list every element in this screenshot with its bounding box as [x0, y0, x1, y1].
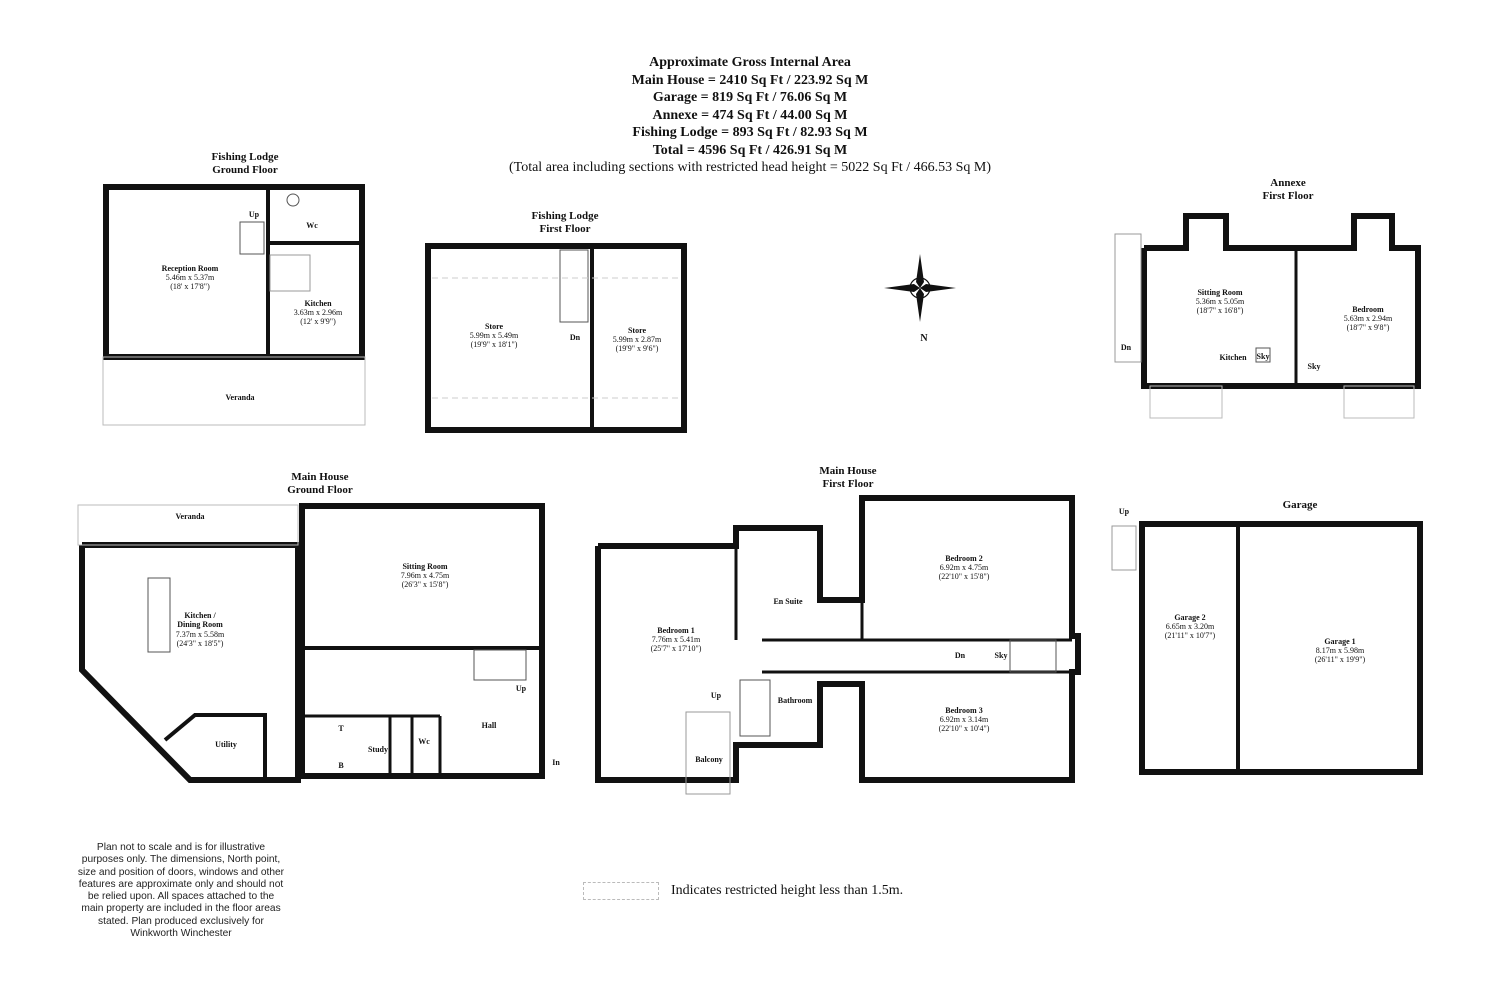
room-store-1-metric: 5.99m x 5.49m [470, 331, 519, 340]
room-garage-2-name: Garage 2 [1174, 613, 1205, 622]
annexe-title-1: Annexe [1270, 177, 1306, 189]
area-note: (Total area including sections with rest… [508, 160, 992, 175]
label-north: N [920, 333, 928, 344]
room-bed3-imperial: (22'10" x 10'4") [939, 724, 990, 733]
legend: Indicates restricted height less than 1.… [583, 882, 903, 900]
annexe-title-2: First Floor [1262, 190, 1313, 202]
label-b: B [338, 761, 344, 770]
main-ground-title-2: Ground Floor [287, 484, 353, 496]
room-garage-2-imperial: (21'11" x 10'7") [1165, 631, 1216, 640]
fishing-lodge-ground-floor [102, 184, 366, 426]
room-bed1-name: Bedroom 1 [657, 626, 694, 635]
label-sky-annexe-1: Sky [1257, 352, 1270, 361]
room-mg-kitchen-imperial: (24'3" x 18'5") [177, 639, 224, 648]
room-balcony: Balcony [695, 755, 723, 764]
room-reception-name: Reception Room [162, 264, 219, 273]
main-house-ground-floor [77, 503, 545, 783]
room-store-2-metric: 5.99m x 2.87m [613, 335, 662, 344]
area-total: Total = 4596 Sq Ft / 426.91 Sq M [652, 142, 848, 158]
room-mg-veranda: Veranda [175, 512, 204, 521]
room-an-sitting-metric: 5.36m x 5.05m [1196, 297, 1245, 306]
room-reception-metric: 5.46m x 5.37m [166, 273, 215, 282]
room-reception-imperial: (18' x 17'8") [170, 282, 210, 291]
room-bed1-imperial: (25'7" x 17'10") [651, 644, 702, 653]
room-garage-1-name: Garage 1 [1324, 637, 1355, 646]
label-up-mg: Up [516, 684, 527, 693]
main-first-title-2: First Floor [822, 478, 873, 490]
area-summary: Approximate Gross Internal Area Main Hou… [450, 54, 1050, 177]
garage-title: Garage [1283, 499, 1318, 511]
label-dn-mf: Dn [955, 651, 966, 660]
room-fl-kitchen-name: Kitchen [304, 299, 332, 308]
room-garage-1-imperial: (26'11" x 19'9") [1315, 655, 1366, 664]
room-bed1-metric: 7.76m x 5.41m [652, 635, 701, 644]
room-fl-kitchen-imperial: (12' x 9'9") [300, 317, 336, 326]
room-fl-wc: Wc [306, 221, 318, 230]
room-store-1-name: Store [485, 322, 504, 331]
room-fl-kitchen-metric: 3.63m x 2.96m [294, 308, 343, 317]
area-fishing-lodge: Fishing Lodge = 893 Sq Ft / 82.93 Sq M [632, 125, 868, 140]
room-bed2-name: Bedroom 2 [945, 554, 982, 563]
room-an-sitting-imperial: (18'7" x 16'8") [1197, 306, 1244, 315]
room-mg-kitchen-name-1: Kitchen / [184, 611, 216, 620]
room-an-sitting-name: Sitting Room [1197, 288, 1242, 297]
room-garage-1-metric: 8.17m x 5.98m [1316, 646, 1365, 655]
room-store-1-imperial: (19'9" x 18'1") [471, 340, 518, 349]
label-sky-mf: Sky [995, 651, 1008, 660]
label-dn-fl: Dn [570, 333, 581, 342]
fishing-lodge-first-title-1: Fishing Lodge [532, 210, 599, 222]
room-store-2-name: Store [628, 326, 647, 335]
label-up-mf: Up [711, 691, 722, 700]
room-mg-kitchen-name-2: Dining Room [177, 620, 223, 629]
room-mg-study: Study [368, 745, 388, 754]
fishing-lodge-first-title-2: First Floor [539, 223, 590, 235]
main-first-title-1: Main House [819, 465, 876, 477]
room-mg-sitting-name: Sitting Room [402, 562, 447, 571]
main-house-first-floor [595, 495, 1081, 795]
room-garage-2-metric: 6.65m x 3.20m [1166, 622, 1215, 631]
area-main-house: Main House = 2410 Sq Ft / 223.92 Sq M [631, 72, 869, 88]
room-mg-kitchen-metric: 7.37m x 5.58m [176, 630, 225, 639]
label-sky-annexe-2: Sky [1308, 362, 1321, 371]
label-in: In [552, 758, 560, 767]
area-garage: Garage = 819 Sq Ft / 76.06 Sq M [652, 90, 848, 105]
label-dn-annexe: Dn [1121, 343, 1132, 352]
room-mg-wc: Wc [418, 737, 430, 746]
room-fl-veranda: Veranda [225, 393, 254, 402]
fishing-lodge-ground-title-2: Ground Floor [212, 164, 278, 176]
area-title: Approximate Gross Internal Area [649, 55, 851, 70]
room-bed3-metric: 6.92m x 3.14m [940, 715, 989, 724]
room-bed2-metric: 6.92m x 4.75m [940, 563, 989, 572]
room-an-bedroom-name: Bedroom [1352, 305, 1384, 314]
room-bathroom: Bathroom [778, 696, 813, 705]
fishing-lodge-first-floor [425, 243, 687, 433]
legend-text: Indicates restricted height less than 1.… [671, 883, 904, 898]
garage-floor [1111, 521, 1423, 775]
room-mg-sitting-metric: 7.96m x 4.75m [401, 571, 450, 580]
label-t: T [338, 724, 344, 733]
legend-swatch [583, 882, 659, 900]
room-mg-hall: Hall [482, 721, 497, 730]
main-ground-title-1: Main House [291, 471, 348, 483]
area-annexe: Annexe = 474 Sq Ft / 44.00 Sq M [652, 107, 848, 123]
room-an-bedroom-metric: 5.63m x 2.94m [1344, 314, 1393, 323]
label-up-garage: Up [1119, 507, 1130, 516]
room-an-bedroom-imperial: (18'7" x 9'8") [1347, 323, 1390, 332]
room-mg-sitting-imperial: (26'3" x 15'8") [402, 580, 449, 589]
room-an-kitchen: Kitchen [1219, 353, 1247, 362]
label-up-fl: Up [249, 210, 260, 219]
room-mg-utility: Utility [215, 740, 237, 749]
north-compass [884, 254, 956, 322]
room-ensuite: En Suite [773, 597, 803, 606]
room-store-2-imperial: (19'9" x 9'6") [616, 344, 659, 353]
disclaimer: Plan not to scale and is for illustrativ… [77, 842, 285, 940]
room-bed3-name: Bedroom 3 [945, 706, 982, 715]
annexe-first-floor [1114, 213, 1421, 419]
fishing-lodge-ground-title-1: Fishing Lodge [212, 151, 279, 163]
room-bed2-imperial: (22'10" x 15'8") [939, 572, 990, 581]
